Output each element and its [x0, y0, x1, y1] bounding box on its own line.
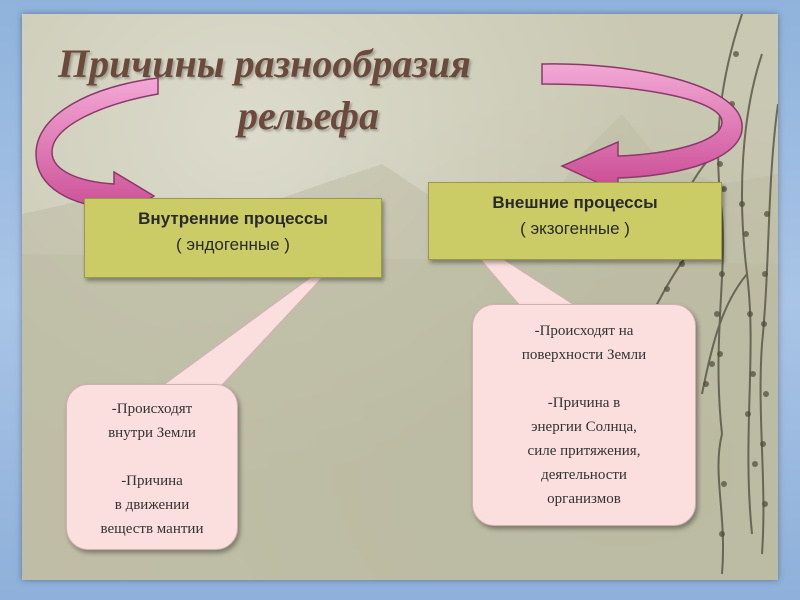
detail-line: силе притяжения,	[473, 439, 695, 463]
detail-line: внутри Земли	[67, 421, 237, 445]
detail-line: -Причина	[67, 469, 237, 493]
external-details-callout: -Происходят на поверхности Земли -Причин…	[472, 304, 696, 526]
external-processes-type: ( экзогенные )	[429, 219, 721, 239]
detail-line: организмов	[473, 487, 695, 511]
detail-line: энергии Солнца,	[473, 415, 695, 439]
external-processes-label: Внешние процессы	[429, 193, 721, 213]
detail-line: в движении	[67, 493, 237, 517]
internal-details-callout: -Происходят внутри Земли -Причина в движ…	[66, 384, 238, 550]
internal-processes-type: ( эндогенные )	[85, 235, 381, 255]
detail-line: -Происходят	[67, 397, 237, 421]
detail-line: поверхности Земли	[473, 343, 695, 367]
internal-processes-box: Внутренние процессы ( эндогенные )	[84, 198, 382, 278]
slide: Причины разнообразия рельефа Внутренние …	[22, 14, 778, 580]
external-processes-box: Внешние процессы ( экзогенные )	[428, 182, 722, 260]
detail-line: деятельности	[473, 463, 695, 487]
internal-processes-label: Внутренние процессы	[85, 209, 381, 229]
detail-line: -Происходят на	[473, 319, 695, 343]
detail-line: -Причина в	[473, 391, 695, 415]
detail-line: веществ мантии	[67, 517, 237, 541]
